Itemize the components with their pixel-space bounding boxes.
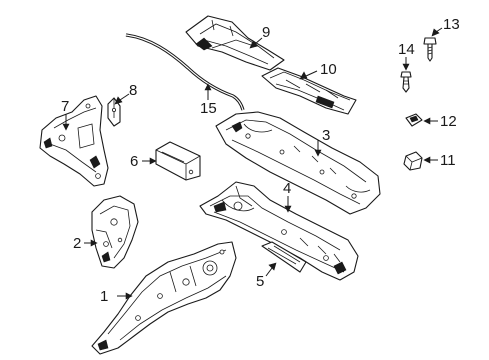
part-14-clip — [400, 71, 412, 93]
callout-12: 12 — [440, 113, 457, 130]
callout-1: 1 — [100, 288, 108, 305]
part-3-cowl-top-panel — [215, 111, 381, 215]
part-7-side-dash-panel — [39, 95, 109, 187]
part-6-bracket — [155, 141, 201, 181]
callout-15: 15 — [200, 100, 217, 117]
callout-7: 7 — [61, 98, 69, 115]
callout-3: 3 — [322, 127, 330, 144]
part-1-dash-panel — [91, 241, 237, 355]
part-9-cowl-grille-upper — [185, 15, 285, 71]
part-5-insulator-pad — [261, 241, 307, 273]
part-11-clip-nut — [403, 151, 423, 171]
leader-lines — [62, 27, 443, 300]
part-2-side-bracket — [91, 195, 139, 269]
callout-6: 6 — [130, 153, 138, 170]
part-10-cowl-grille-side — [261, 67, 357, 115]
part-15-seal-strip — [125, 33, 245, 111]
callout-13: 13 — [443, 16, 460, 33]
callout-5: 5 — [256, 273, 264, 290]
part-4-cowl-lower-panel — [199, 181, 359, 281]
callout-8: 8 — [129, 82, 137, 99]
callout-14: 14 — [398, 41, 415, 58]
callout-11: 11 — [440, 152, 456, 169]
part-12-nut-plate — [405, 113, 423, 127]
callout-2: 2 — [73, 235, 81, 252]
callout-9: 9 — [262, 24, 270, 41]
callout-labels: 1 2 3 4 5 6 7 8 9 10 11 12 13 14 15 — [61, 16, 460, 305]
callout-10: 10 — [320, 61, 337, 78]
part-13-bolt — [423, 37, 437, 62]
callout-4: 4 — [283, 180, 291, 197]
part-8-small-bracket — [107, 97, 121, 127]
